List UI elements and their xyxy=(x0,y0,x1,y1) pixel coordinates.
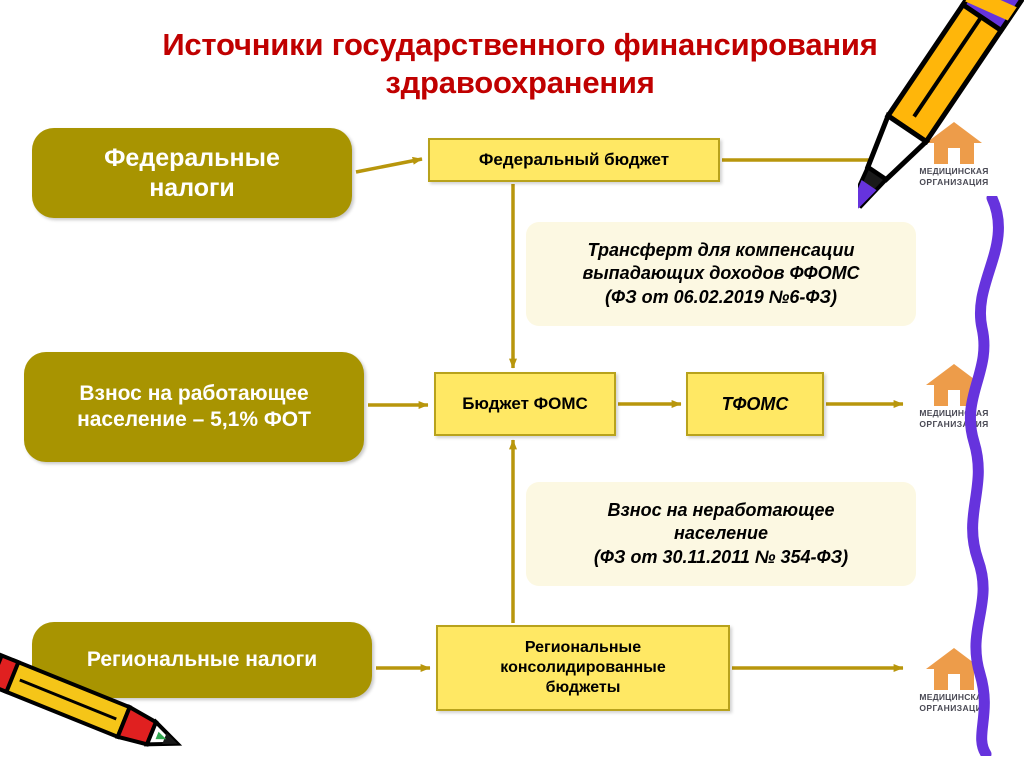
house-icon xyxy=(926,364,982,406)
note-transfer-compensation: Трансферт для компенсации выпадающих дох… xyxy=(526,222,916,326)
budget-box-regional-consolidated[interactable]: Региональные консолидированные бюджеты xyxy=(436,625,730,711)
page-title-line-2: здравоохранения xyxy=(385,65,655,100)
source-box-federal-taxes[interactable]: Федеральные налоги xyxy=(32,128,352,218)
source-box-working-population-label: Взнос на работающее население – 5,1% ФОТ xyxy=(77,382,311,431)
note-transfer-line-1: Трансферт для компенсации xyxy=(587,239,855,260)
note-non-working-line-3: (ФЗ от 30.11.2011 № 354-ФЗ) xyxy=(593,546,849,567)
budget-box-federal-budget-label: Федеральный бюджет xyxy=(478,150,670,170)
source-box-working-population[interactable]: Взнос на работающее население – 5,1% ФОТ xyxy=(24,352,364,462)
medical-organization-1-caption-line-2: ОРГАНИЗАЦИЯ xyxy=(919,177,989,187)
medical-organization-3-caption-line-2: ОРГАНИЗАЦИЯ xyxy=(919,703,989,713)
medical-organization-3-caption-line-1: МЕДИЦИНСКАЯ xyxy=(919,692,989,702)
note-non-working-population: Взнос на неработающее население (ФЗ от 3… xyxy=(526,482,916,586)
note-non-working-line-2: население xyxy=(674,523,768,544)
medical-organization-1-caption-line-1: МЕДИЦИНСКАЯ xyxy=(919,166,989,176)
note-transfer-line-3: (ФЗ от 06.02.2019 №6-ФЗ) xyxy=(605,286,837,307)
source-box-regional-taxes-label: Региональные налоги xyxy=(86,648,318,672)
budget-box-tfoms[interactable]: ТФОМС xyxy=(686,372,824,436)
house-icon xyxy=(926,122,982,164)
medical-organization-3: МЕДИЦИНСКАЯ ОРГАНИЗАЦИЯ xyxy=(906,646,1002,724)
budget-box-federal-budget[interactable]: Федеральный бюджет xyxy=(428,138,720,182)
source-box-federal-taxes-label: Федеральные налоги xyxy=(104,143,280,203)
page-title-line-1: Источники государственного финансировани… xyxy=(162,27,878,62)
note-transfer-line-2: выпадающих доходов ФФОМС xyxy=(582,263,860,284)
medical-organization-2-caption-line-2: ОРГАНИЗАЦИЯ xyxy=(919,419,989,429)
budget-box-foms-budget-label: Бюджет ФОМС xyxy=(462,394,588,414)
budget-box-foms-budget[interactable]: Бюджет ФОМС xyxy=(434,372,616,436)
page-title: Источники государственного финансировани… xyxy=(150,26,890,102)
medical-organization-2-caption-line-1: МЕДИЦИНСКАЯ xyxy=(919,408,989,418)
note-non-working-line-1: Взнос на неработающее xyxy=(607,499,835,520)
house-icon xyxy=(926,648,982,690)
source-box-regional-taxes[interactable]: Региональные налоги xyxy=(32,622,372,698)
medical-organization-1: МЕДИЦИНСКАЯ ОРГАНИЗАЦИЯ xyxy=(906,120,1002,198)
medical-organization-2: МЕДИЦИНСКАЯ ОРГАНИЗАЦИЯ xyxy=(906,362,1002,440)
arrow-federal-taxes-to-federal-budget xyxy=(355,156,423,174)
budget-box-tfoms-label: ТФОМС xyxy=(721,393,789,414)
budget-box-regional-consolidated-label: Региональные консолидированные бюджеты xyxy=(500,639,666,696)
